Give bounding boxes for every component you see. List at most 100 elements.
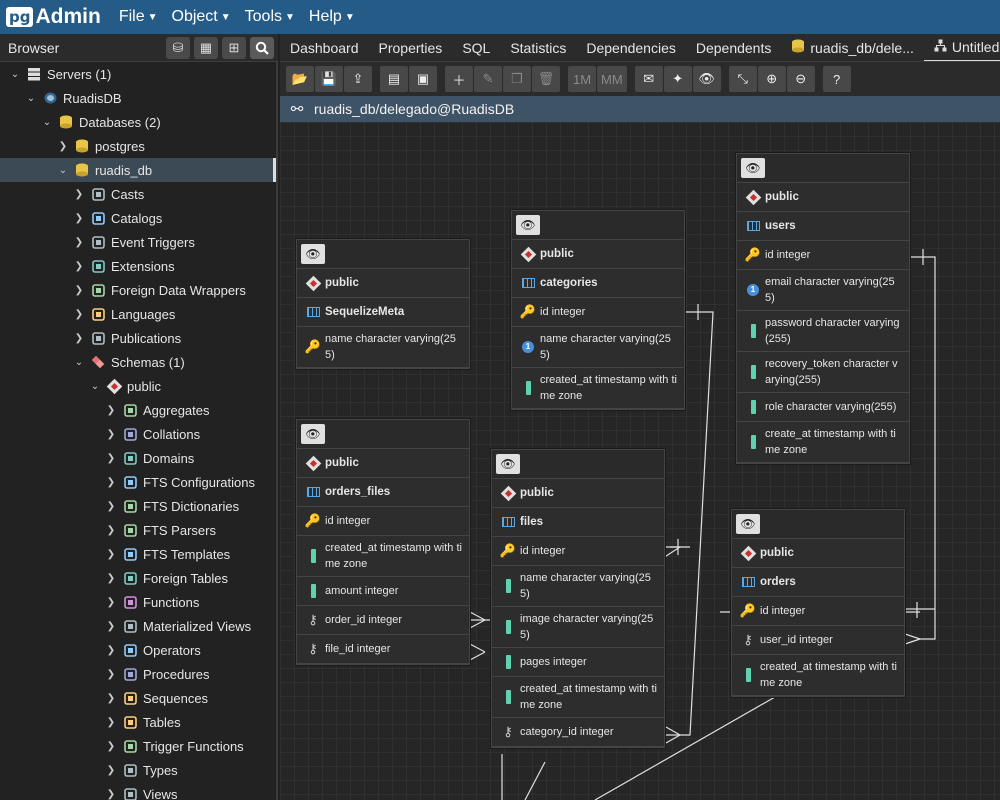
tree-node-functions[interactable]: ❯Functions xyxy=(0,590,276,614)
tree-node-collations[interactable]: ❯Collations xyxy=(0,422,276,446)
eye-icon[interactable]: 👁 xyxy=(301,424,325,444)
table-column[interactable]: ⚷category_id integer xyxy=(492,718,664,747)
chevron-down-icon[interactable]: ⌄ xyxy=(58,164,68,176)
tab-ruadis-db-dele[interactable]: ruadis_db/dele... xyxy=(781,34,924,61)
tab-untitled[interactable]: Untitled xyxy=(923,34,1000,61)
one-to-many-button[interactable]: 1M xyxy=(568,66,596,92)
delete-icon[interactable]: 🗑 xyxy=(532,66,560,92)
many-to-many-button[interactable]: MM xyxy=(597,66,627,92)
tab-dependencies[interactable]: Dependencies xyxy=(576,34,686,61)
table-column[interactable]: image character varying(255) xyxy=(492,607,664,648)
chevron-down-icon[interactable]: ⌄ xyxy=(74,356,84,368)
tree-node-extensions[interactable]: ❯Extensions xyxy=(0,254,276,278)
tree-node-tables[interactable]: ❯Tables xyxy=(0,710,276,734)
show-details-icon[interactable]: 👁 xyxy=(692,66,721,92)
table-column[interactable]: name character varying(255) xyxy=(492,566,664,607)
tree-node-catalogs[interactable]: ❯Catalogs xyxy=(0,206,276,230)
chevron-right-icon[interactable]: ❯ xyxy=(58,140,68,152)
table-column[interactable]: password character varying(255) xyxy=(737,311,909,352)
table-column[interactable]: role character varying(255) xyxy=(737,393,909,422)
chevron-right-icon[interactable]: ❯ xyxy=(74,308,84,320)
tree-node-foreign-tables[interactable]: ❯Foreign Tables xyxy=(0,566,276,590)
table-column[interactable]: pages integer xyxy=(492,648,664,677)
image-file-icon[interactable]: ▣ xyxy=(409,66,437,92)
tree-node-public[interactable]: ⌄public xyxy=(0,374,276,398)
chevron-right-icon[interactable]: ❯ xyxy=(106,476,116,488)
chevron-right-icon[interactable]: ❯ xyxy=(106,572,116,584)
tree-node-event-triggers[interactable]: ❯Event Triggers xyxy=(0,230,276,254)
chevron-right-icon[interactable]: ❯ xyxy=(74,260,84,272)
chevron-right-icon[interactable]: ❯ xyxy=(106,500,116,512)
chevron-right-icon[interactable]: ❯ xyxy=(74,332,84,344)
table-column[interactable]: 🔑id integer xyxy=(297,507,469,536)
tab-properties[interactable]: Properties xyxy=(369,34,453,61)
chevron-right-icon[interactable]: ❯ xyxy=(106,692,116,704)
chevron-right-icon[interactable]: ❯ xyxy=(74,236,84,248)
table-column[interactable]: created_at timestamp with time zone xyxy=(492,677,664,718)
tree-node-casts[interactable]: ❯Casts xyxy=(0,182,276,206)
chevron-right-icon[interactable]: ❯ xyxy=(106,404,116,416)
table-column[interactable]: created_at timestamp with time zone xyxy=(297,536,469,577)
tree-node-procedures[interactable]: ❯Procedures xyxy=(0,662,276,686)
eye-icon[interactable]: 👁 xyxy=(301,244,325,264)
eye-icon[interactable]: 👁 xyxy=(741,158,765,178)
table-column[interactable]: 🔑name character varying(255) xyxy=(297,327,469,368)
chevron-down-icon[interactable]: ⌄ xyxy=(90,380,100,392)
chevron-right-icon[interactable]: ❯ xyxy=(106,668,116,680)
table-column[interactable]: recovery_token character varying(255) xyxy=(737,352,909,393)
table-column[interactable]: 🔑id integer xyxy=(737,241,909,270)
tree-node-aggregates[interactable]: ❯Aggregates xyxy=(0,398,276,422)
chevron-right-icon[interactable]: ❯ xyxy=(106,644,116,656)
table-column[interactable]: ⚷order_id integer xyxy=(297,606,469,635)
eye-icon[interactable]: 👁 xyxy=(736,514,760,534)
tree-node-fts-dictionaries[interactable]: ❯FTS Dictionaries xyxy=(0,494,276,518)
tree-node-servers-1[interactable]: ⌄Servers (1) xyxy=(0,62,276,86)
save-as-icon[interactable]: ⇪ xyxy=(344,66,372,92)
chevron-right-icon[interactable]: ❯ xyxy=(74,188,84,200)
table-column[interactable]: 🔑id integer xyxy=(512,298,684,327)
tree-node-ruadisdb[interactable]: ⌄RuadisDB xyxy=(0,86,276,110)
chevron-down-icon[interactable]: ⌄ xyxy=(10,68,20,80)
search-icon[interactable] xyxy=(250,36,274,59)
tree-node-databases-2[interactable]: ⌄Databases (2) xyxy=(0,110,276,134)
tree-node-fts-parsers[interactable]: ❯FTS Parsers xyxy=(0,518,276,542)
tab-sql[interactable]: SQL xyxy=(452,34,500,61)
auto-align-icon[interactable]: ✦ xyxy=(663,66,692,92)
tree-node-fts-configurations[interactable]: ❯FTS Configurations xyxy=(0,470,276,494)
zoom-in-icon[interactable]: ⊕ xyxy=(757,66,786,92)
tree-node-trigger-functions[interactable]: ❯Trigger Functions xyxy=(0,734,276,758)
tree-node-ruadis-db[interactable]: ⌄ruadis_db xyxy=(0,158,276,182)
chevron-right-icon[interactable]: ❯ xyxy=(74,284,84,296)
chevron-right-icon[interactable]: ❯ xyxy=(106,428,116,440)
chevron-down-icon[interactable]: ⌄ xyxy=(42,116,52,128)
save-icon[interactable]: 💾 xyxy=(315,66,343,92)
note-icon[interactable]: ✉ xyxy=(634,66,663,92)
table-column[interactable]: ⚷file_id integer xyxy=(297,635,469,664)
tree-node-views[interactable]: ❯Views xyxy=(0,782,276,800)
chevron-right-icon[interactable]: ❯ xyxy=(106,788,116,800)
menu-tools[interactable]: Tools▼ xyxy=(245,8,295,26)
tree-node-fts-templates[interactable]: ❯FTS Templates xyxy=(0,542,276,566)
open-file-icon[interactable]: 📂 xyxy=(286,66,314,92)
tree-node-schemas-1[interactable]: ⌄Schemas (1) xyxy=(0,350,276,374)
tree-node-types[interactable]: ❯Types xyxy=(0,758,276,782)
clone-icon[interactable]: ❐ xyxy=(503,66,531,92)
add-table-icon[interactable]: ＋ xyxy=(445,66,473,92)
menu-object[interactable]: Object▼ xyxy=(172,8,231,26)
table-column[interactable]: amount integer xyxy=(297,577,469,606)
filter-rows-icon[interactable]: ⊞ xyxy=(222,36,246,59)
chevron-right-icon[interactable]: ❯ xyxy=(106,764,116,776)
tab-dependents[interactable]: Dependents xyxy=(686,34,782,61)
chevron-right-icon[interactable]: ❯ xyxy=(106,596,116,608)
table-column[interactable]: ⚷user_id integer xyxy=(732,626,904,655)
table-column[interactable]: created_at timestamp with time zone xyxy=(512,368,684,409)
tree-node-postgres[interactable]: ❯postgres xyxy=(0,134,276,158)
tree-node-domains[interactable]: ❯Domains xyxy=(0,446,276,470)
